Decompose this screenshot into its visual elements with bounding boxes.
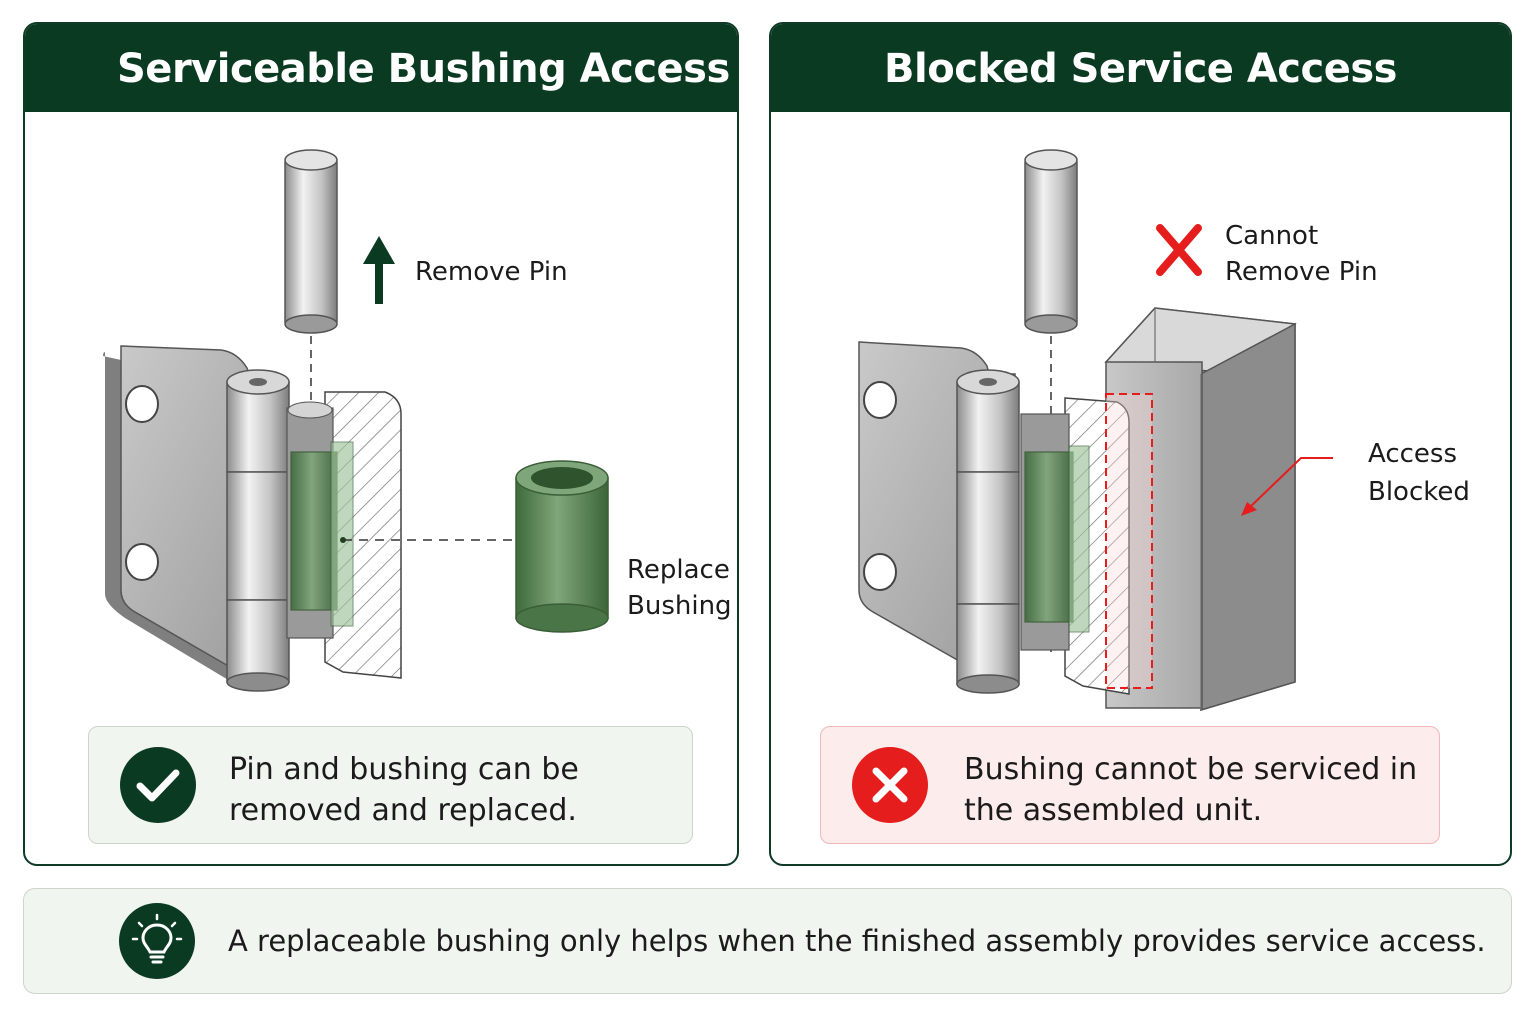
panel-title: Serviceable Bushing Access [117,46,730,92]
blocked-hinge-diagram: Cannot Remove Pin [858,149,1470,712]
arrow-up-icon [363,236,395,304]
panel-title: Blocked Service Access [884,46,1397,92]
leader-arrow-icon [1241,502,1257,516]
tip-banner: A replaceable bushing only helps when th… [23,888,1512,994]
cannot-remove-label-line1: Cannot [1225,221,1318,251]
lightbulb-icon [119,903,195,979]
error-icon [852,747,928,823]
access-blocked-leader [1248,457,1333,509]
bushing [515,460,609,633]
housing-section [286,391,402,679]
hinge-knuckles [956,369,1020,694]
error-callout: Bushing cannot be serviced in the assemb… [820,726,1440,844]
replace-bushing-label-line2: Bushing [627,591,732,621]
replace-bushing-label-line1: Replace [627,555,730,585]
access-blocked-label-line2: Blocked [1368,477,1470,507]
housing-section [1020,397,1130,695]
serviceable-panel: Serviceable Bushing Access [23,22,739,866]
success-callout-text: Pin and bushing can be removed and repla… [229,752,579,828]
error-callout-text: Bushing cannot be serviced in the assemb… [964,752,1418,828]
remove-pin-label: Remove Pin [415,257,568,287]
blocked-panel: Blocked Service Access [769,22,1512,866]
success-callout: Pin and bushing can be removed and repla… [88,726,693,844]
check-icon [120,747,196,823]
blocked-zone-marker [1105,393,1153,689]
close-icon [1156,224,1202,276]
hinge-pin [1024,149,1078,334]
access-blocked-label-line1: Access [1368,439,1457,469]
cannot-remove-label-line2: Remove Pin [1225,257,1378,287]
serviceable-hinge-diagram: Remove Pin [103,149,732,692]
panel-header: Serviceable Bushing Access [25,24,737,112]
hinge-knuckles [226,369,290,692]
panel-header: Blocked Service Access [771,24,1510,112]
hinge-pin [284,149,338,334]
tip-text: A replaceable bushing only helps when th… [228,924,1486,958]
